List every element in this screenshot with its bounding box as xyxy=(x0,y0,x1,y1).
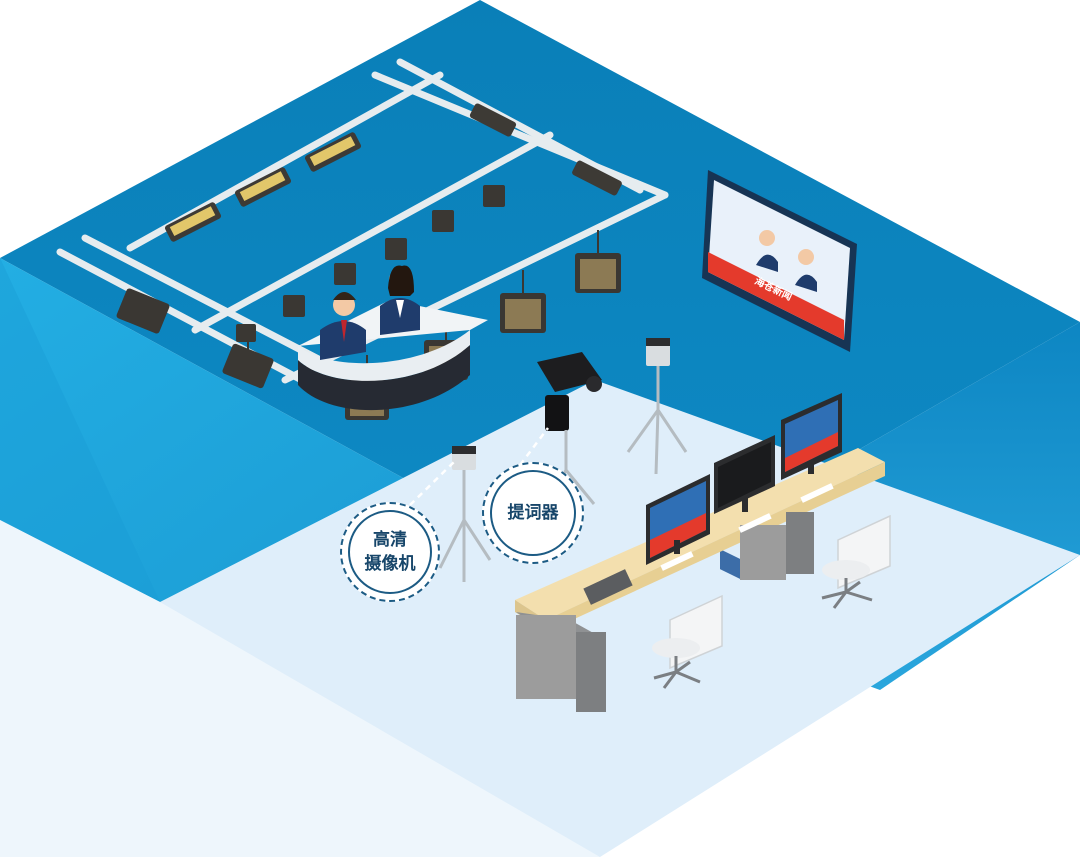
callout-ring xyxy=(348,510,432,594)
teleprompter-callout: 提词器 xyxy=(482,462,584,564)
studio-light-icon xyxy=(236,185,505,342)
studio-light-icon xyxy=(116,288,170,334)
hd-camera-callout: 高清 摄像机 xyxy=(340,502,440,602)
floor-back xyxy=(0,258,160,602)
studio-light-icon xyxy=(500,270,546,333)
office-chair-icon xyxy=(821,514,891,609)
studio-light-icon xyxy=(305,132,361,172)
monitor-icon xyxy=(646,474,710,565)
studio-light-icon xyxy=(235,167,291,207)
wall-screen: 海苍新闻 xyxy=(702,170,857,580)
studio-light-icon xyxy=(572,160,622,196)
studio-light-icon xyxy=(575,230,621,293)
office-chair-icon xyxy=(652,594,723,689)
teleprompter-icon xyxy=(537,352,602,511)
hd-camera-label-line2: 摄像机 xyxy=(364,554,416,574)
news-anchor-icon xyxy=(380,265,420,335)
callout-ring xyxy=(490,470,576,556)
studio-light-icon xyxy=(469,103,517,137)
studio-light-icon xyxy=(165,202,221,242)
camera-tripod-icon xyxy=(626,338,688,475)
teleprompter-label: 提词器 xyxy=(507,503,559,523)
monitor-icon xyxy=(781,393,842,480)
keyboard-icon xyxy=(583,569,633,605)
lighting-grid xyxy=(56,58,669,399)
teleprompter-connector xyxy=(519,427,549,466)
hd-camera-label-line1: 高清 xyxy=(373,530,407,550)
floor-shade xyxy=(0,520,600,857)
hd-camera-label: 高清 摄像机 xyxy=(365,528,416,576)
camera-tripod-icon xyxy=(438,446,492,582)
news-anchor-icon xyxy=(320,292,366,360)
monitor-icon xyxy=(714,435,775,514)
